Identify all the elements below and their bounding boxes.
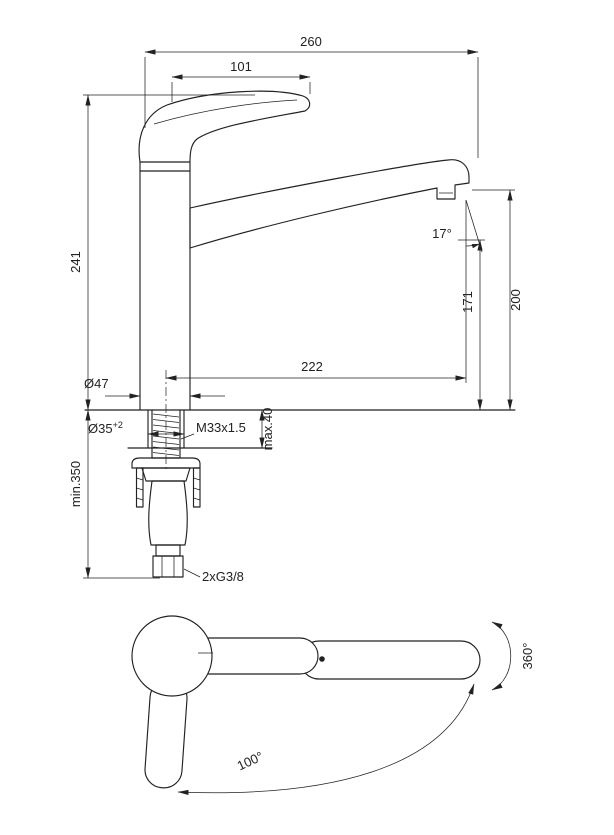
rotation-360-annotation: 360° xyxy=(491,621,535,691)
mounting-stud-left xyxy=(135,467,144,508)
dim-spout-tip-height: 200 xyxy=(472,189,523,411)
swivel-100-annotation: 100° xyxy=(177,683,475,796)
mounting-stud-right xyxy=(192,467,201,508)
dim-handle-length: 101 xyxy=(171,59,311,102)
handle-detail-line xyxy=(153,99,298,125)
dim-hose-length: min.350 xyxy=(68,409,160,579)
dim-hose-connection: 2xG3/8 xyxy=(183,568,244,584)
dim-hole-diameter: Ø35+2 xyxy=(88,420,185,437)
dim-overall-length-label: 260 xyxy=(300,34,322,49)
spout-plan xyxy=(299,640,481,680)
spout-pivot-dot xyxy=(319,656,325,662)
dim-hole-diameter-label: Ø35+2 xyxy=(88,420,123,436)
dim-total-height: 241 xyxy=(68,94,255,411)
supply-hose xyxy=(148,480,188,578)
hose-collar xyxy=(155,544,181,557)
braided-hose xyxy=(148,480,188,546)
handle-base-plan xyxy=(131,615,213,697)
dim-thread-spec: M33x1.5 xyxy=(180,420,246,440)
dim-hose-length-label: min.350 xyxy=(68,461,83,507)
mounting-washer xyxy=(131,457,201,469)
dim-spout-tip-height-label: 200 xyxy=(508,289,523,311)
plan-view: 360° 100° xyxy=(131,615,535,796)
faucet-spout xyxy=(189,159,470,249)
dim-hose-connection-label: 2xG3/8 xyxy=(202,569,244,584)
dim-thread-spec-label: M33x1.5 xyxy=(196,420,246,435)
dim-overall-length: 260 xyxy=(144,34,479,158)
dim-spout-reach: 222 xyxy=(165,359,467,472)
dim-spout-reach-label: 222 xyxy=(301,359,323,374)
elevation-view: 260 101 241 200 171 17° xyxy=(68,34,523,584)
dim-handle-length-label: 101 xyxy=(230,59,252,74)
dim-outlet-height-label: 171 xyxy=(460,291,475,313)
mounting-locknut xyxy=(141,467,191,482)
dim-outlet-angle-label: 17° xyxy=(432,226,452,241)
swivel-100-label: 100° xyxy=(235,748,266,773)
swivel-arc xyxy=(177,683,475,796)
dim-deck-thickness-label: max.40 xyxy=(260,408,275,451)
dim-outlet-angle: 17° xyxy=(432,199,483,383)
dim-deck-thickness: max.40 xyxy=(259,408,275,451)
hose-hex-nut xyxy=(152,555,184,578)
rotation-360-label: 360° xyxy=(520,643,535,670)
dim-body-diameter-label: Ø47 xyxy=(84,376,109,391)
dim-total-height-label: 241 xyxy=(68,251,83,273)
mounting-hardware xyxy=(131,457,201,508)
dim-outlet-height: 171 xyxy=(458,239,485,411)
dim-body-diameter: Ø47 xyxy=(84,376,225,399)
faucet-handle xyxy=(138,90,311,163)
